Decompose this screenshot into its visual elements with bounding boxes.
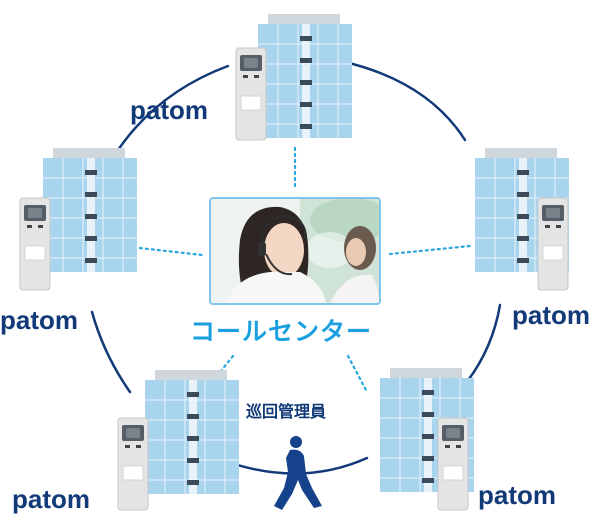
- building-icon-right: [474, 147, 570, 291]
- node-label-right: patom: [512, 300, 590, 330]
- call-center-photo: [211, 199, 379, 303]
- patrol-label: 巡回管理員: [246, 402, 327, 421]
- photo-frame: [209, 197, 381, 305]
- building-icon-bottom-right: [379, 367, 475, 511]
- node-label-bottom-right: patom: [478, 480, 556, 510]
- patrol-person-icon: [274, 436, 322, 510]
- building-icon-top: [235, 13, 353, 141]
- node-label-left: patom: [0, 305, 78, 335]
- connector-bottom-right: [346, 354, 368, 392]
- node-label-top: patom: [130, 95, 208, 125]
- node-label-bottom-left: patom: [12, 484, 90, 514]
- building-icon-bottom-left: [117, 369, 240, 511]
- center-label: コールセンター: [190, 317, 373, 346]
- ring-arc-right: [460, 303, 502, 390]
- building-icon-left: [19, 147, 138, 291]
- ring-arc-left: [90, 310, 132, 394]
- ring-arc-top-right: [343, 60, 467, 142]
- connector-right: [388, 244, 472, 256]
- ring-arc-top-left: [116, 64, 230, 152]
